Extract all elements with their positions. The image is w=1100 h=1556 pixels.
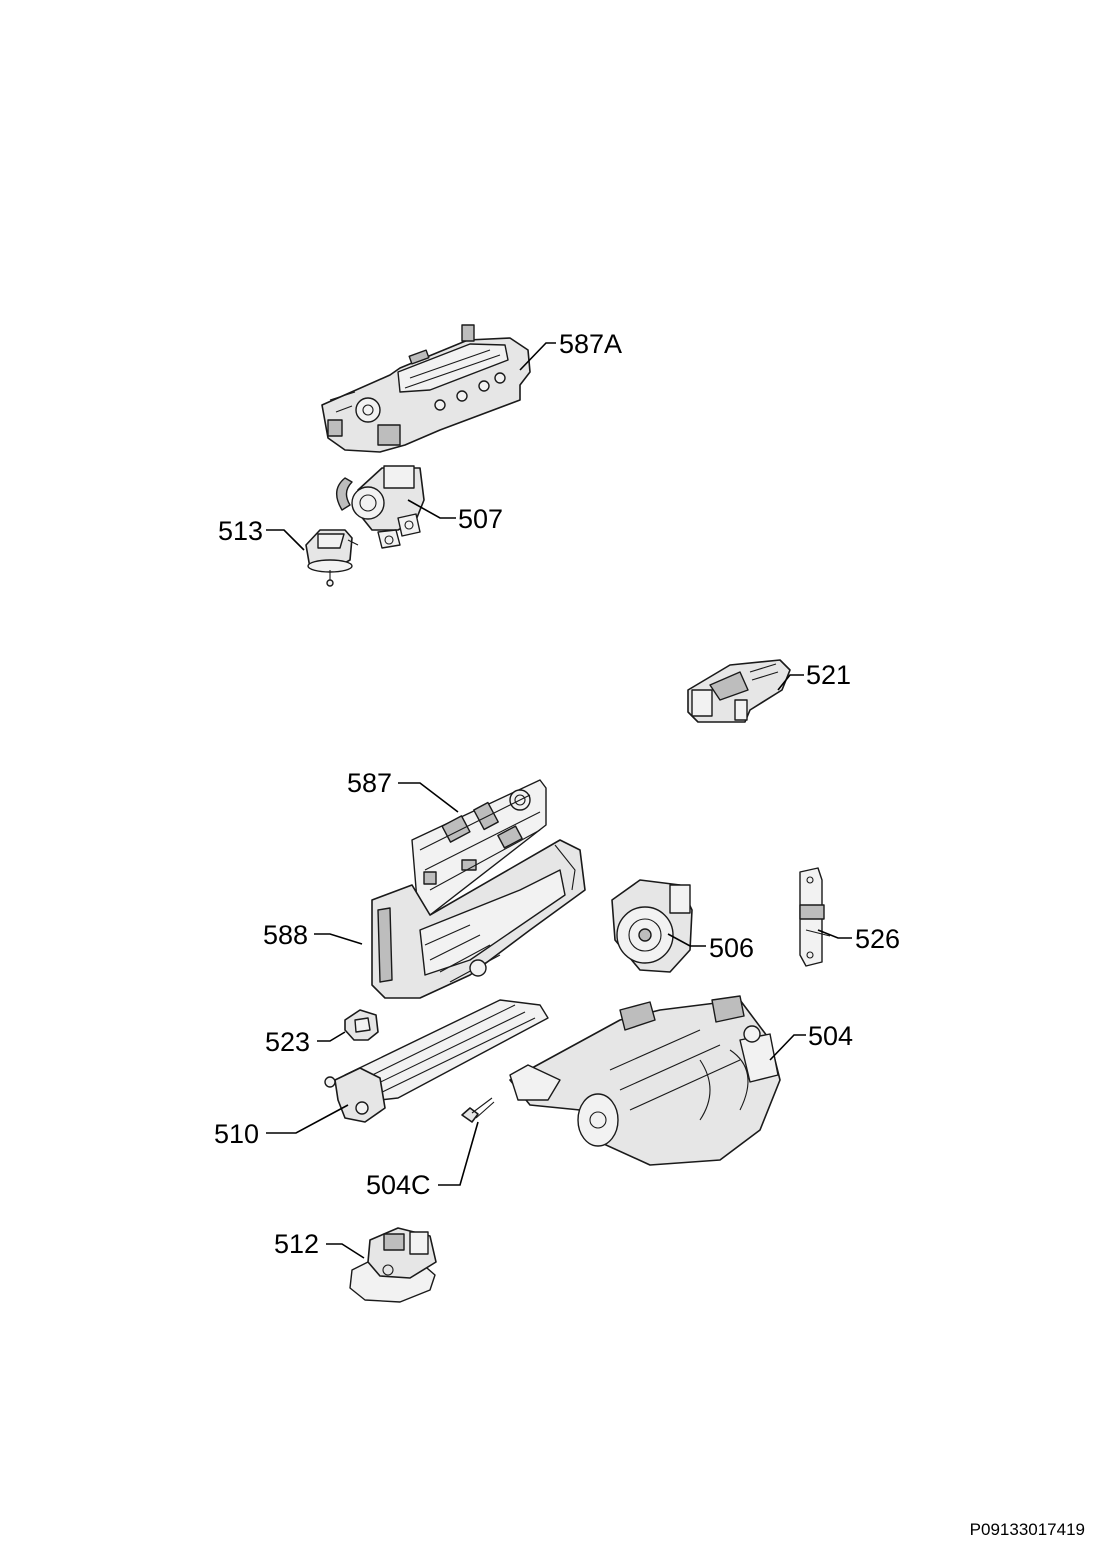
part-504-motor[interactable] bbox=[509, 995, 781, 1166]
callout-504c: 504C bbox=[366, 1170, 431, 1200]
callout-526: 526 bbox=[855, 924, 900, 954]
callout-588: 588 bbox=[263, 920, 308, 950]
leader-504 bbox=[769, 1034, 806, 1061]
callout-507: 507 bbox=[458, 504, 503, 534]
leader-587a bbox=[519, 342, 556, 371]
leader-512 bbox=[326, 1243, 365, 1259]
leader-587 bbox=[398, 782, 459, 813]
part-521-door-lock[interactable] bbox=[687, 659, 791, 723]
callout-587: 587 bbox=[347, 768, 392, 798]
leader-504c bbox=[438, 1121, 479, 1186]
leader-507 bbox=[407, 499, 456, 519]
part-526-bracket[interactable] bbox=[799, 867, 831, 967]
leader-588 bbox=[314, 933, 363, 945]
leader-526 bbox=[817, 929, 852, 939]
leader-521 bbox=[777, 674, 804, 691]
callout-506: 506 bbox=[709, 933, 754, 963]
document-number: P09133017419 bbox=[970, 1520, 1085, 1539]
part-513-pressure-switch[interactable] bbox=[305, 529, 359, 587]
callout-523: 523 bbox=[265, 1027, 310, 1057]
part-588-pcb-housing[interactable] bbox=[371, 839, 586, 999]
callout-510: 510 bbox=[214, 1119, 259, 1149]
leader-513 bbox=[266, 529, 305, 551]
callout-512: 512 bbox=[274, 1229, 319, 1259]
part-510-heating-element[interactable] bbox=[324, 999, 549, 1123]
part-512-pressure-chamber[interactable] bbox=[349, 1227, 437, 1303]
leader-510 bbox=[266, 1104, 349, 1134]
leader-506 bbox=[667, 933, 706, 947]
callout-513: 513 bbox=[218, 516, 263, 546]
part-507-inlet-valve[interactable] bbox=[336, 465, 425, 549]
part-523-clamp[interactable] bbox=[344, 1009, 379, 1041]
callout-504: 504 bbox=[808, 1021, 853, 1051]
callout-521: 521 bbox=[806, 660, 851, 690]
callout-587a: 587A bbox=[559, 329, 622, 359]
part-504c-screw[interactable] bbox=[461, 1097, 495, 1123]
leader-523 bbox=[317, 1031, 346, 1042]
part-506-drain-pump[interactable] bbox=[611, 879, 693, 973]
part-587a-display-module[interactable] bbox=[321, 324, 531, 453]
